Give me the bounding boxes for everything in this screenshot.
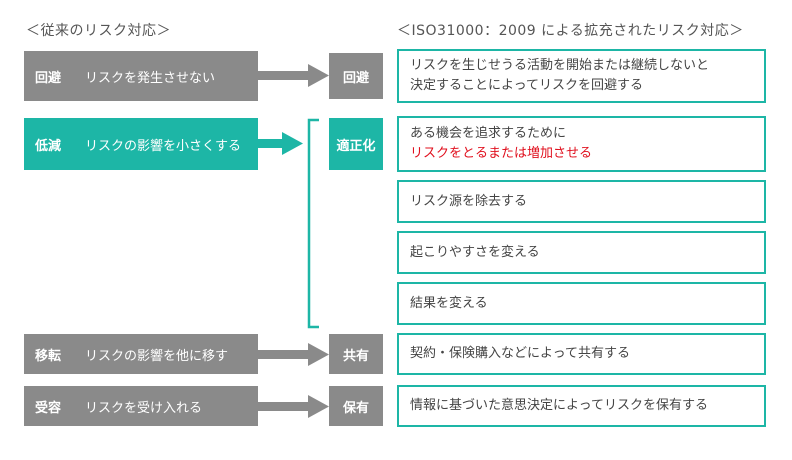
desc-share-text: 契約・保険購入などによって共有する: [410, 346, 630, 361]
desc-avoid-line2: 決定することによってリスクを回避する: [410, 78, 643, 93]
traditional-avoid-desc: リスクを発生させない: [85, 70, 216, 86]
arrow-transfer: [258, 343, 329, 366]
desc-optimize-3: 起こりやすさを変える: [397, 231, 766, 274]
desc-optimize-1-highlight: リスクをとるまたは増加させる: [410, 146, 593, 161]
traditional-avoid-abbr: 回避: [35, 70, 62, 86]
arrow-reduce: [258, 132, 303, 155]
traditional-accept-abbr: 受容: [35, 400, 62, 416]
desc-avoid: リスクを生じせうる活動を開始または継続しないと 決定することによってリスクを回避…: [397, 49, 766, 103]
traditional-accept-desc: リスクを受け入れる: [85, 400, 203, 416]
traditional-reduce-desc: リスクの影響を小さくする: [85, 138, 242, 154]
category-share: 共有: [329, 334, 383, 374]
traditional-reduce: 低減 リスクの影響を小さくする: [24, 118, 258, 170]
desc-optimize-1: ある機会を追求するために リスクをとるまたは増加させる: [397, 116, 766, 172]
desc-optimize-1-line1: ある機会を追求するために: [410, 126, 567, 141]
desc-retain-text: 情報に基づいた意思決定によってリスクを保有する: [410, 398, 708, 413]
desc-optimize-3-text: 起こりやすさを変える: [410, 244, 540, 260]
iso-header: ＜ISO31000：2009 による拡充されたリスク対応＞: [397, 23, 744, 39]
desc-optimize-4-text: 結果を変える: [410, 295, 488, 311]
traditional-transfer-abbr: 移転: [35, 348, 62, 364]
desc-optimize-2-text: リスク源を除去する: [410, 193, 528, 209]
traditional-transfer: 移転 リスクの影響を他に移す: [24, 334, 258, 374]
traditional-header: ＜従来のリスク対応＞: [26, 23, 171, 39]
desc-share: 契約・保険購入などによって共有する: [397, 333, 766, 375]
category-retain: 保有: [329, 386, 383, 426]
desc-retain: 情報に基づいた意思決定によってリスクを保有する: [397, 385, 766, 427]
optimize-bracket: [307, 118, 319, 329]
desc-optimize-4: 結果を変える: [397, 282, 766, 325]
traditional-transfer-desc: リスクの影響を他に移す: [85, 348, 229, 364]
arrow-accept: [258, 395, 329, 418]
desc-avoid-line1: リスクを生じせうる活動を開始または継続しないと: [410, 58, 710, 73]
category-optimize: 適正化: [329, 118, 383, 170]
traditional-accept: 受容 リスクを受け入れる: [24, 386, 258, 426]
category-avoid: 回避: [329, 53, 383, 99]
desc-optimize-2: リスク源を除去する: [397, 180, 766, 223]
arrow-avoid: [258, 64, 329, 87]
traditional-avoid: 回避 リスクを発生させない: [24, 51, 258, 101]
traditional-reduce-abbr: 低減: [35, 138, 62, 154]
